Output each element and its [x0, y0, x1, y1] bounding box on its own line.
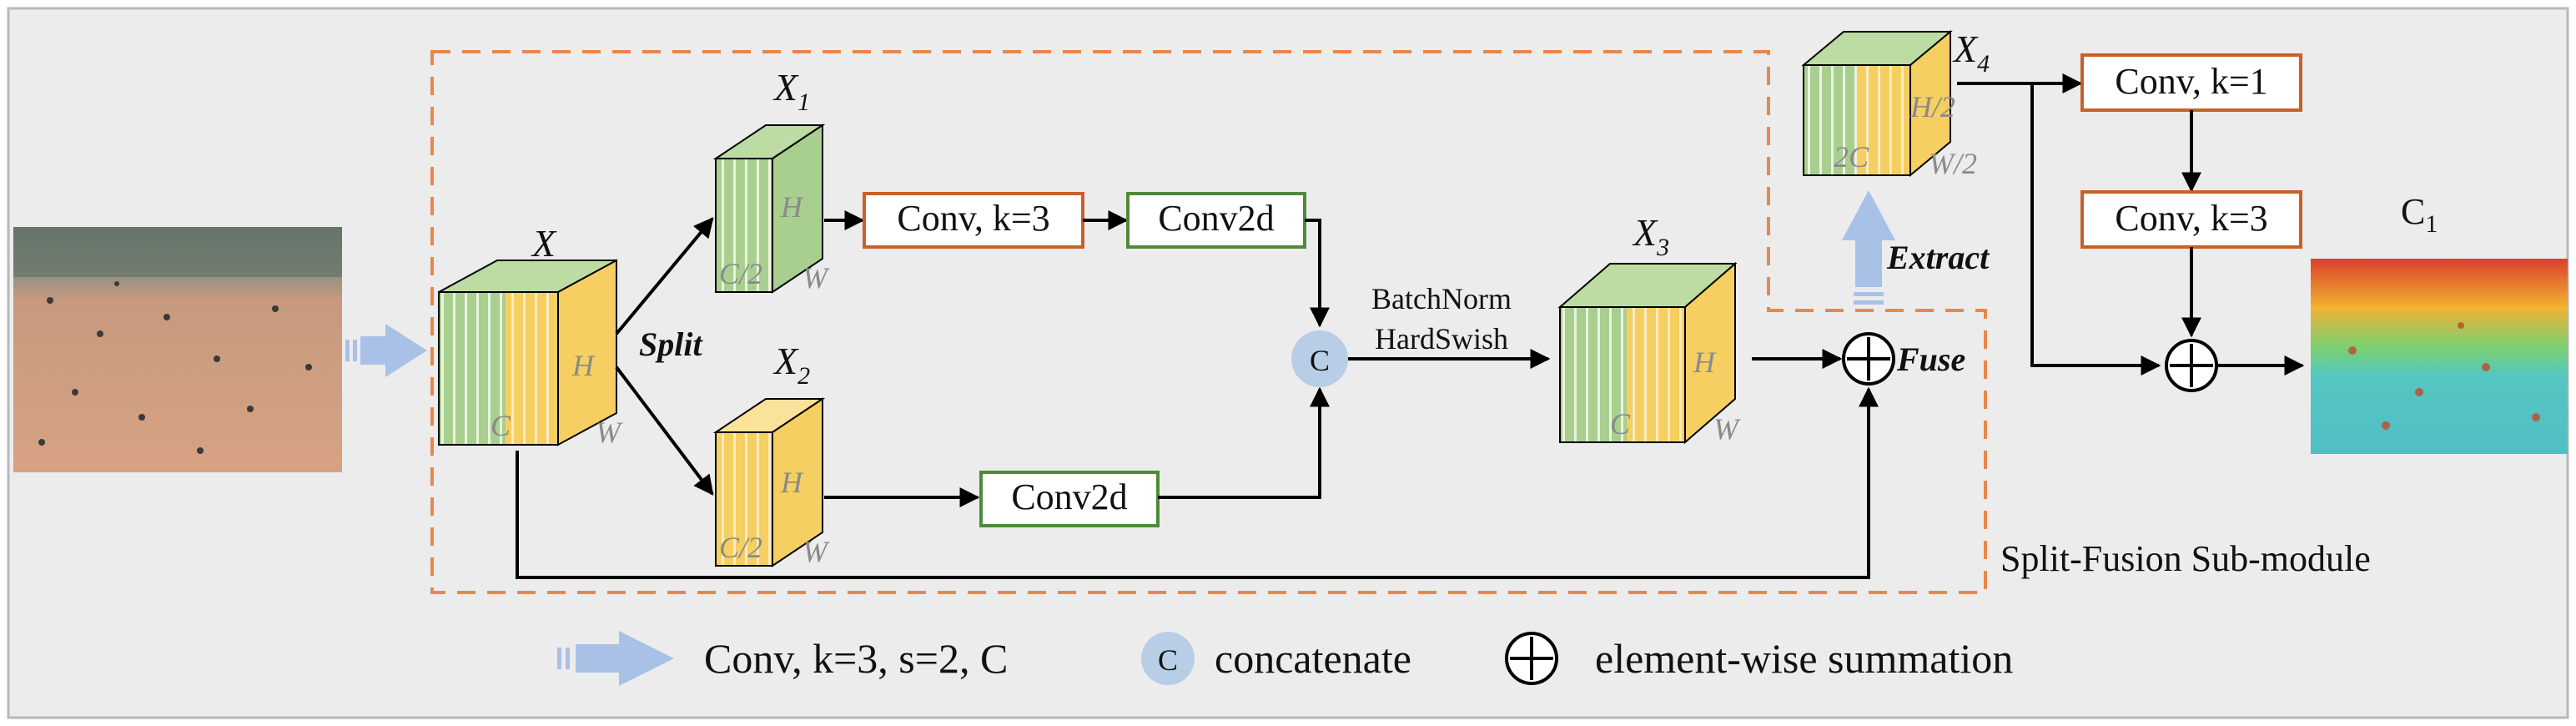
hardswish-label: HardSwish: [1375, 322, 1508, 355]
extract-arrow: [1842, 190, 1895, 305]
arrow-conv2d-to-concat: [1305, 219, 1330, 328]
tensor-x1-dim-h: H: [780, 190, 804, 224]
fuse-label: Fuse: [1896, 340, 1965, 378]
legend-conv-label: Conv, k=3, s=2, C: [704, 635, 1008, 682]
svg-text:Conv2d: Conv2d: [1011, 476, 1127, 517]
output-feature-map: [2311, 259, 2568, 454]
legend-sum-label: element-wise summation: [1595, 635, 2013, 682]
tensor-x3-dim-w: W: [1713, 412, 1741, 446]
tensor-x2-label: X2: [772, 340, 810, 390]
output-label: C1: [2401, 191, 2438, 238]
conv-k3-right-box: Conv, k=3: [2080, 190, 2302, 249]
svg-text:C: C: [1158, 643, 1178, 677]
submodule-label: Split-Fusion Sub-module: [2000, 538, 2371, 579]
tensor-x2-dim-h: H: [780, 466, 804, 499]
svg-text:C: C: [1310, 344, 1330, 377]
split-fusion-boundary: [430, 50, 1987, 594]
split-arrow-up: [615, 217, 714, 335]
tensor-x4-cube: X4 2C H/2 W/2: [1801, 28, 1990, 180]
svg-text:Conv, k=1: Conv, k=1: [2115, 61, 2267, 102]
svg-text:Conv2d: Conv2d: [1158, 198, 1274, 239]
svg-text:Conv, k=3: Conv, k=3: [2115, 198, 2267, 239]
conv-k1-box: Conv, k=1: [2080, 53, 2302, 112]
conv-downsample-arrow-input: [345, 324, 427, 377]
tensor-x1-dim-c: C/2: [719, 257, 762, 290]
tensor-x-dim-h: H: [571, 349, 596, 382]
tensor-x1-label: X1: [772, 66, 810, 116]
tensor-x4-dim-c: 2C: [1834, 140, 1869, 174]
legend-conv-arrow-icon: [557, 631, 674, 686]
tensor-x1-cube: X1 C/2 H W: [712, 66, 830, 295]
legend-sum-icon: [1505, 632, 1558, 685]
tensor-x-cube: X C H W: [438, 222, 623, 449]
svg-text:Conv, k=3: Conv, k=3: [897, 198, 1049, 239]
extract-label: Extract: [1886, 239, 1990, 276]
tensor-x3-dim-c: C: [1610, 407, 1631, 441]
tensor-x2-cube: X2 C/2 H W: [712, 340, 830, 568]
arrow-residual-skip: [516, 386, 1879, 579]
conv2d-top-box: Conv2d: [1126, 192, 1306, 249]
conv2d-bottom-box: Conv2d: [979, 471, 1160, 527]
tensor-x4-label: X4: [1952, 28, 1990, 78]
tensor-x4-dim-h: H/2: [1909, 90, 1955, 124]
tensor-x3-cube: X3 C H W: [1557, 211, 1741, 446]
legend-concat-label: concatenate: [1215, 635, 1411, 682]
tensor-x2-dim-w: W: [802, 535, 830, 568]
conv-k3-box: Conv, k=3: [863, 192, 1084, 249]
legend-concat-icon: C: [1141, 632, 1195, 685]
split-label: Split: [639, 325, 703, 363]
tensor-x1-dim-w: W: [802, 261, 830, 295]
legend: Conv, k=3, s=2, C C concatenate element-…: [557, 631, 2013, 686]
split-arrow-down: [615, 366, 714, 496]
concat-node: C: [1291, 330, 1348, 387]
tensor-x-dim-w: W: [596, 416, 623, 449]
input-image: [13, 227, 342, 472]
tensor-x3-label: X3: [1632, 211, 1669, 261]
tensor-x-label: X: [531, 222, 557, 265]
tensor-x-dim-c: C: [491, 409, 511, 442]
tensor-x2-dim-c: C/2: [719, 531, 762, 564]
tensor-x4-dim-w: W/2: [1929, 147, 1977, 180]
arrow-conv2d-bottom-to-concat: [1158, 386, 1330, 499]
output-sum-node: [2165, 339, 2218, 392]
batchnorm-label: BatchNorm: [1371, 282, 1512, 315]
arrow-x4-skip-to-sum: [2030, 83, 2161, 376]
fuse-sum-node: [1842, 332, 1895, 386]
tensor-x3-dim-h: H: [1693, 345, 1717, 379]
